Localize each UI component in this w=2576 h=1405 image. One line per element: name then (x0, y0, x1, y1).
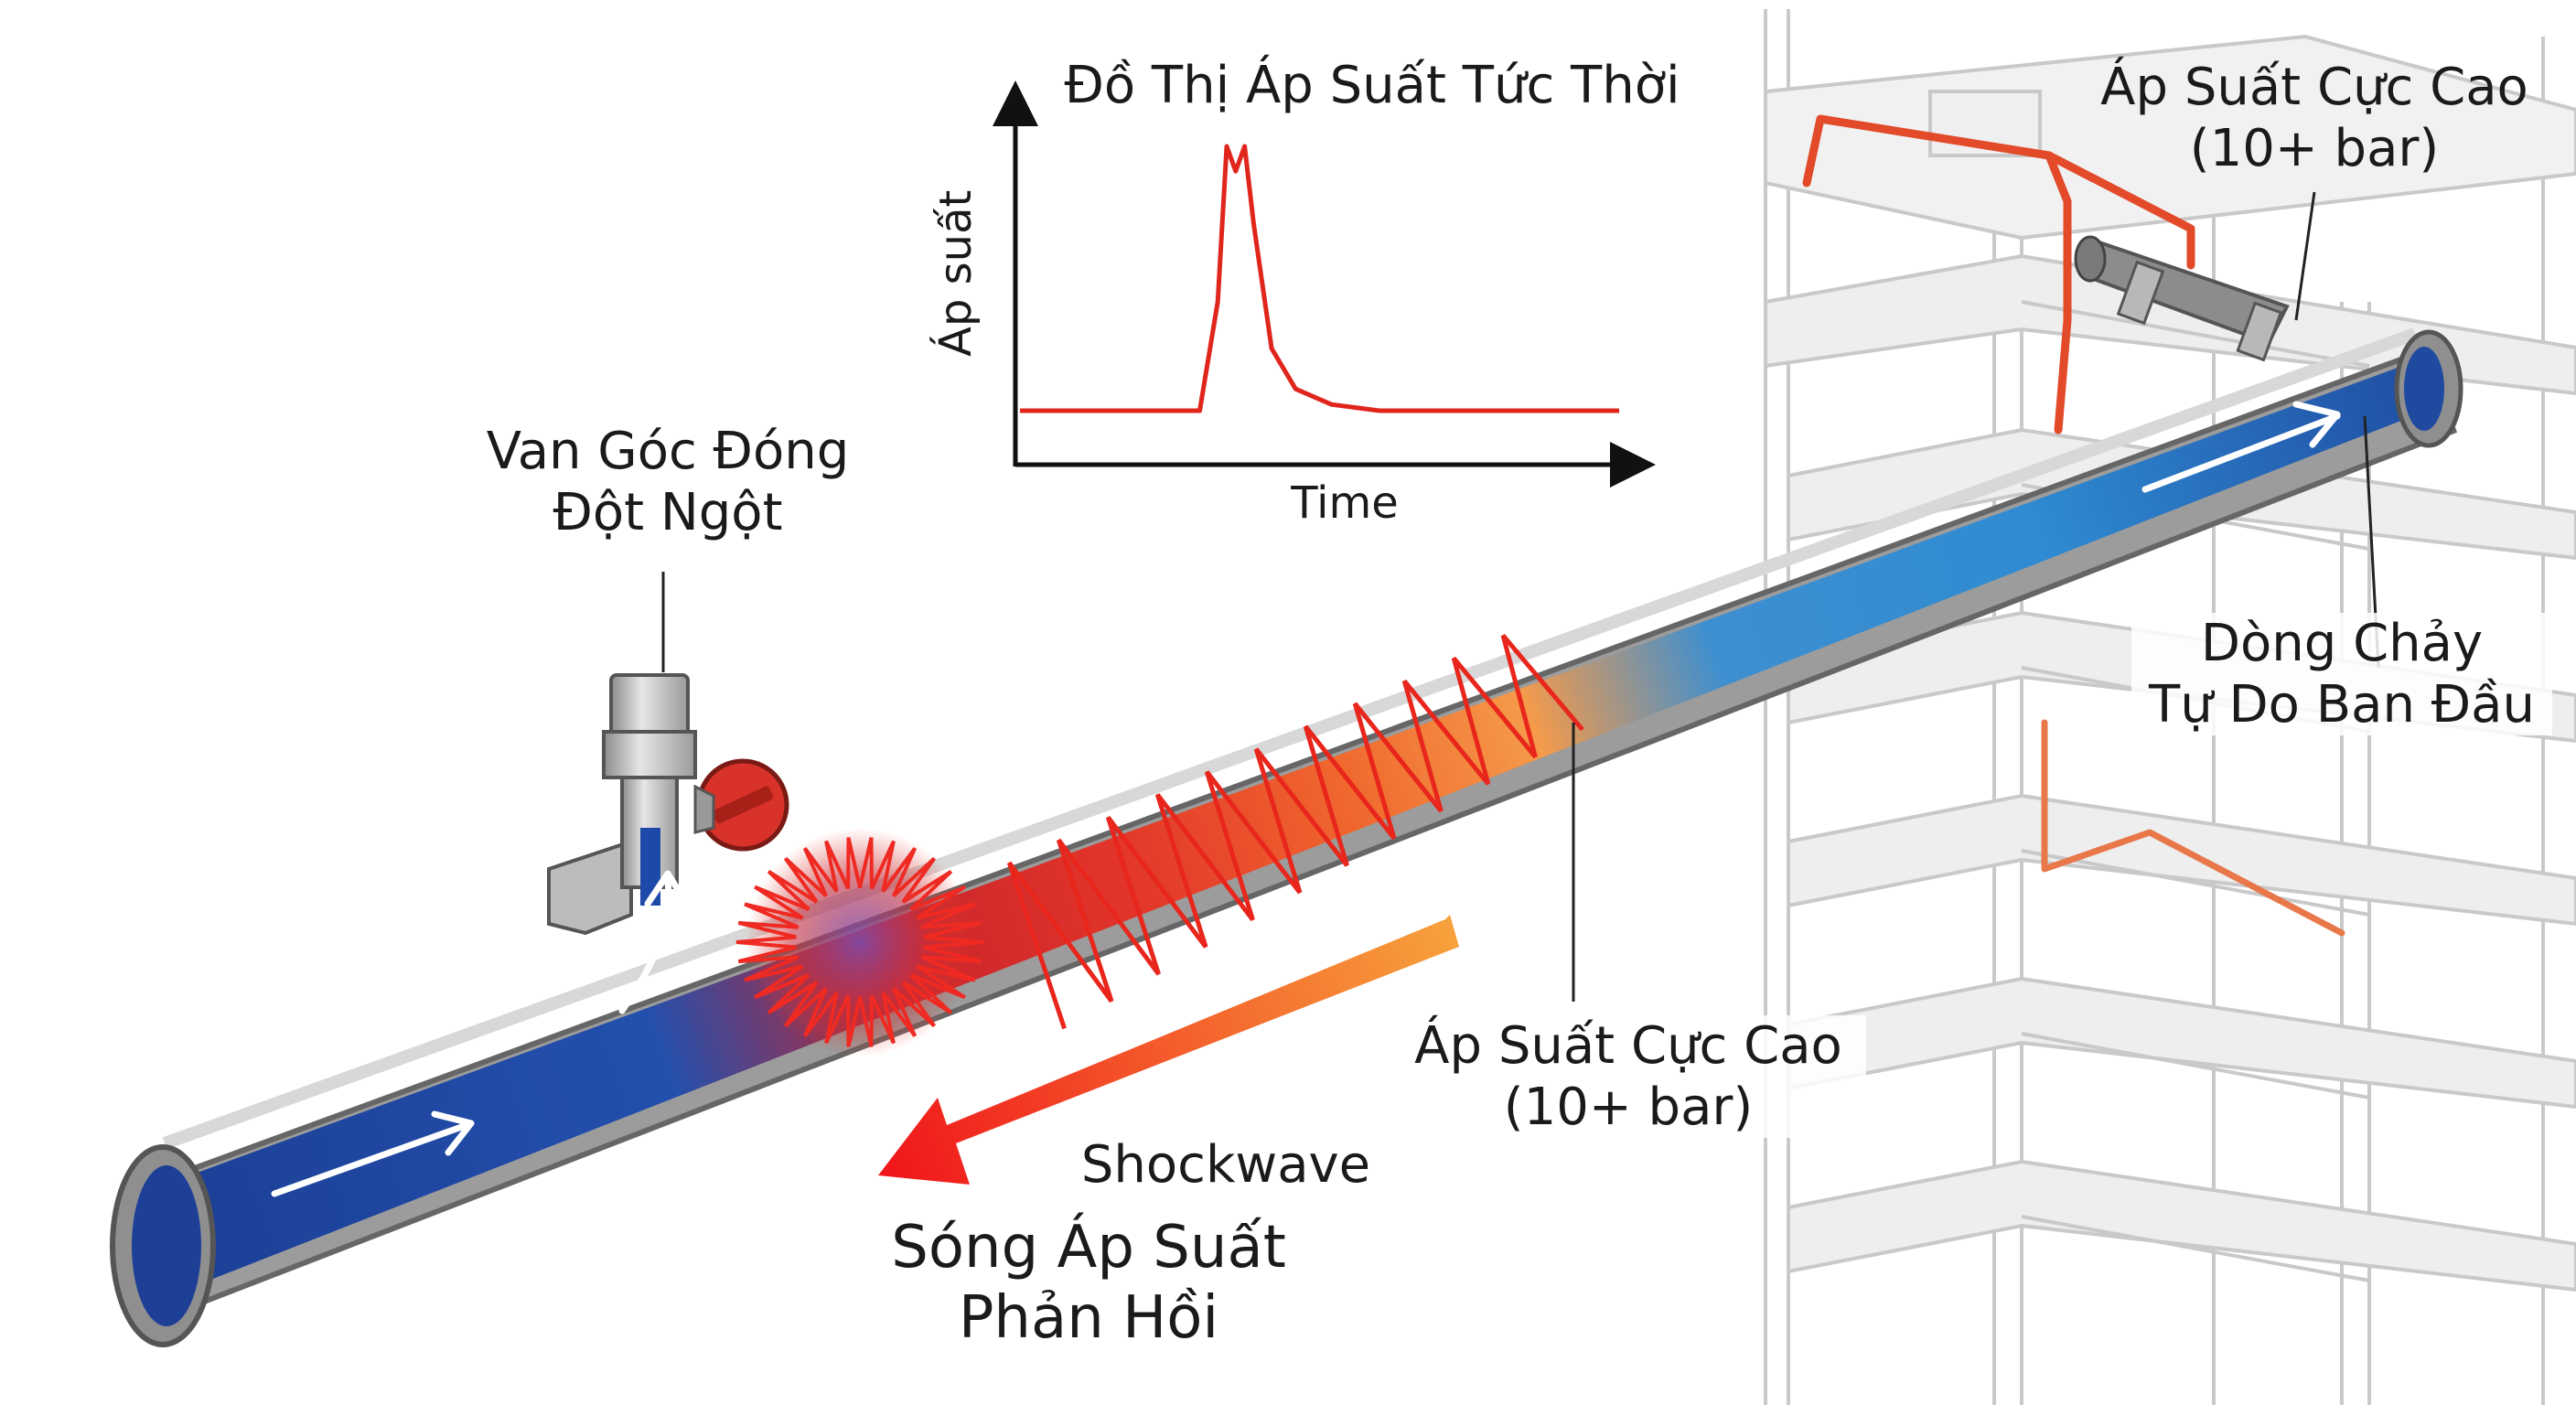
valve-label-line2: Đột Ngột (553, 483, 783, 543)
top-pressure-line2: (10+ bar) (2189, 119, 2440, 179)
shockwave-arrow (878, 915, 1459, 1185)
valve-label-line1: Van Góc Đóng (486, 422, 850, 481)
flow-arrow-outlet (2141, 413, 2341, 493)
flow-label-line2: Tự Do Ban Đầu (2149, 675, 2535, 735)
top-pressure-line1: Áp Suất Cực Cao (2100, 58, 2528, 117)
chart-title: Đồ Thị Áp Suất Tức Thời (1064, 56, 1680, 115)
flow-arrow-valve (618, 874, 672, 1014)
mid-pressure-line1: Áp Suất Cực Cao (1414, 1016, 1842, 1076)
shockwave-label: Shockwave (1080, 1135, 1371, 1195)
riser-pipe (2074, 235, 2290, 362)
chart-x-label: Time (1291, 477, 1399, 529)
flow-arrows (271, 401, 2341, 1197)
top-pressure-label: Áp Suất Cực Cao (10+ bar) (2058, 57, 2571, 179)
pipe-end-right (2394, 329, 2463, 448)
reflected-wave-label: Sóng Áp Suất Phản Hồi (823, 1213, 1354, 1354)
pressure-chart (993, 80, 1656, 488)
flow-label-line1: Dòng Chảy (2200, 614, 2484, 673)
mid-pressure-label: Áp Suất Cực Cao (10+ bar) (1390, 1015, 1866, 1139)
pressure-wave-zigzag (1006, 634, 1584, 1030)
flow-label: Dòng Chảy Tự Do Ban Đầu (2131, 613, 2552, 736)
reflected-wave-line2: Phản Hồi (958, 1283, 1219, 1352)
chart-y-label: Áp suất (930, 189, 982, 357)
chart-series-line (1020, 144, 1619, 413)
mid-pressure-line2: (10+ bar) (1503, 1078, 1754, 1138)
pressure-burst (735, 828, 984, 1056)
main-pipe (135, 327, 2458, 1311)
building-pipes (1802, 114, 2345, 937)
valve-label: Van Góc Đóng Đột Ngột (421, 421, 915, 543)
pipe-end-left (110, 1144, 216, 1347)
angle-valve (547, 673, 789, 936)
flow-arrow-inlet (271, 1121, 470, 1197)
reflected-wave-line1: Sóng Áp Suất (891, 1214, 1286, 1282)
